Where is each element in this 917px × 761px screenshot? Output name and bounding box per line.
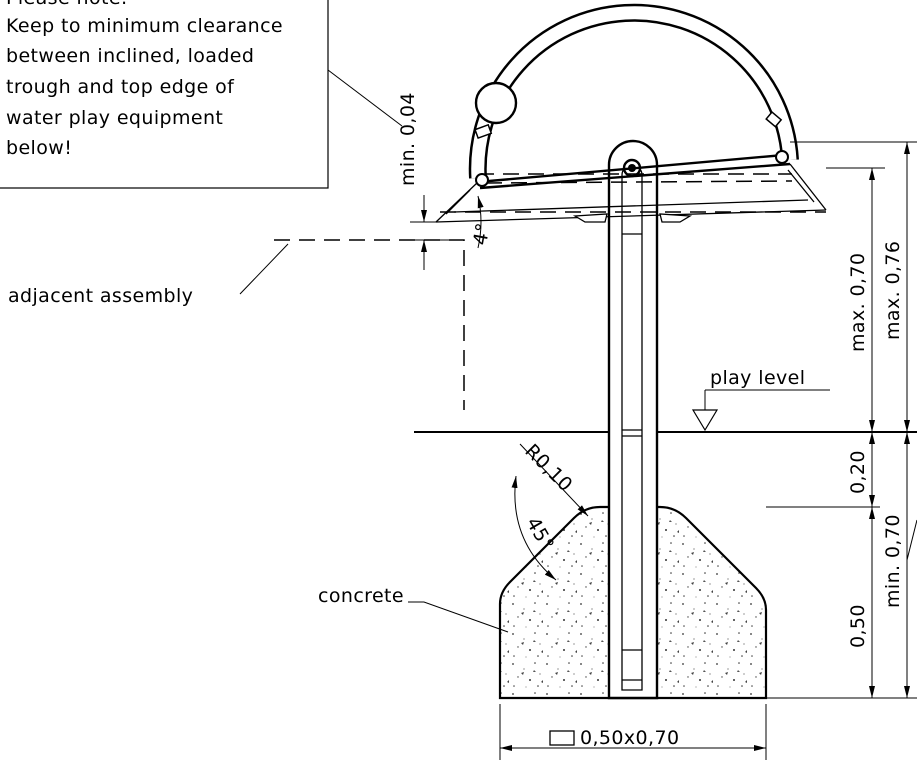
dim-050-label: 0,50: [847, 604, 869, 648]
trough: [435, 153, 827, 223]
play-level-marker: play level: [691, 367, 830, 432]
note-line-4: trough and top edge of: [6, 76, 235, 98]
dim-tilt: 4°: [469, 195, 495, 249]
dim-radius-label: R0,10: [520, 440, 576, 496]
note-leader: [327, 69, 403, 127]
concrete-leader: [408, 601, 509, 633]
note-line-5: water play equipment: [6, 107, 223, 129]
dim-max-070-label: max. 0,70: [847, 253, 869, 352]
dim-020-label: 0,20: [847, 450, 869, 494]
dim-max-076-label: max. 0,76: [882, 241, 904, 340]
arch-handle: [468, 3, 799, 187]
note-line-1: Please note:: [6, 0, 128, 9]
adjacent-assembly-label: adjacent assembly: [8, 285, 193, 307]
note-line-6: below!: [6, 137, 72, 159]
dim-clearance-label: min. 0,04: [397, 92, 419, 186]
dim-clearance: min. 0,04: [397, 92, 464, 270]
ball-icon: [474, 81, 518, 125]
dim-footing-label: 0,50x0,70: [580, 727, 679, 749]
note-line-2: Keep to minimum clearance: [6, 15, 283, 37]
dim-min-070-label: min. 0,70: [882, 514, 904, 608]
dim-tilt-label: 4°: [469, 221, 495, 247]
post: [607, 139, 659, 700]
adjacent-leader: [239, 243, 289, 295]
trough-rest-position: [440, 173, 826, 213]
adjacent-assembly-outline: [274, 239, 465, 410]
dim-radius: R0,10: [519, 440, 589, 517]
note-box: Please note: Keep to minimum clearance b…: [0, 0, 329, 189]
rectangle-section-icon: [549, 730, 575, 746]
dim-right: max. 0,70 max. 0,76 0,20 0,50 min. 0,70: [766, 141, 917, 699]
note-line-3: between inclined, loaded: [6, 45, 254, 67]
dim-footing: 0,50x0,70: [499, 704, 767, 760]
concrete-label: concrete: [318, 585, 404, 607]
play-level-label: play level: [710, 367, 805, 389]
